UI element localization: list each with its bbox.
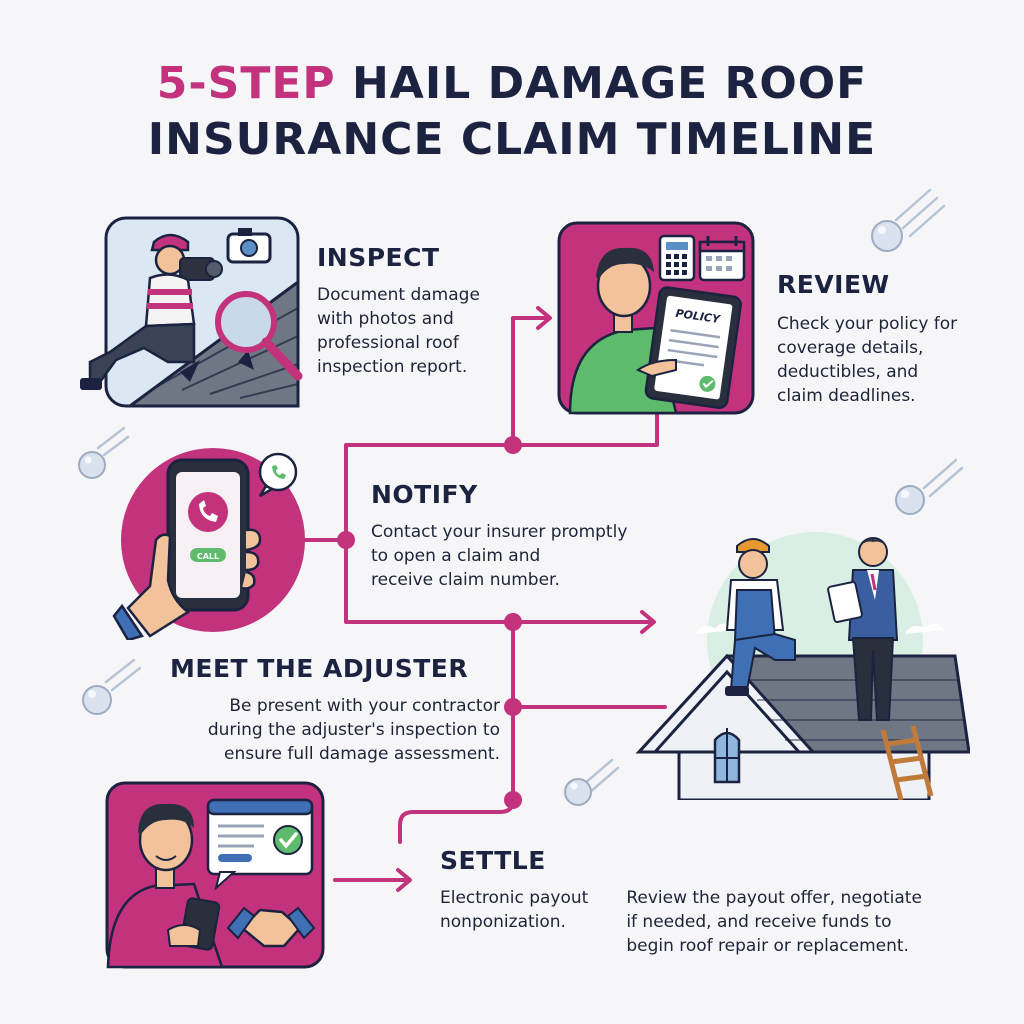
step-description: Check your policy for coverage details, … [777, 314, 958, 406]
notify-illustration: CALL [112, 448, 305, 640]
contractor-figure [725, 538, 796, 696]
hailstone-icon [78, 188, 964, 806]
step-title: MEET THE ADJUSTER [170, 654, 469, 683]
chat-phone-icon [258, 452, 298, 498]
step-description: Electronic payout nonponization. [440, 888, 589, 932]
camera-icon [226, 228, 272, 264]
step-inspect: INSPECT Document damage with photos and … [317, 243, 517, 379]
check-icon [273, 825, 303, 855]
handshake-icon [226, 906, 316, 948]
timeline-dot [504, 613, 522, 631]
magnifier-icon [215, 291, 303, 381]
step-title: REVIEW [777, 270, 890, 299]
calculator-icon [658, 234, 696, 282]
timeline-dot [504, 436, 522, 454]
arrow-to-settle [396, 868, 412, 892]
step-description-secondary: Review the payout offer, negotiate if ne… [626, 888, 922, 956]
adjuster-illustration [635, 532, 970, 800]
timeline-dot [504, 791, 522, 809]
inspector-figure [80, 233, 223, 390]
step-settle: SETTLE Electronic payout nonponization. … [440, 846, 1000, 958]
step-meet-adjuster: MEET THE ADJUSTER Be present with your c… [170, 654, 500, 766]
step-title: NOTIFY [371, 480, 478, 509]
arrow-to-review [536, 306, 552, 330]
step-notify: NOTIFY Contact your insurer promptly to … [371, 480, 691, 592]
arrow-to-adjuster [640, 610, 656, 634]
step-title: INSPECT [317, 243, 440, 272]
review-illustration: POLICY [557, 221, 755, 415]
inspect-illustration [80, 216, 303, 408]
title-rest: HAIL DAMAGE ROOF [351, 58, 868, 109]
settle-illustration [105, 781, 325, 969]
timeline-dot [504, 698, 522, 716]
title-line-1: 5-STEP HAIL DAMAGE ROOF [0, 56, 1024, 112]
step-title: SETTLE [440, 846, 546, 875]
step-description: Contact your insurer promptly to open a … [371, 522, 628, 590]
page-title: 5-STEP HAIL DAMAGE ROOF INSURANCE CLAIM … [0, 56, 1024, 168]
connector-to-adjuster [344, 538, 654, 624]
title-line-2: INSURANCE CLAIM TIMELINE [147, 114, 877, 165]
policy-label: POLICY [675, 307, 722, 326]
timeline-dot [337, 531, 355, 549]
call-label: CALL [197, 552, 219, 561]
calendar-icon [698, 236, 746, 282]
check-icon [699, 375, 716, 392]
clipboard-icon [827, 581, 863, 623]
connector-review-down [344, 413, 659, 542]
step-description: Document damage with photos and professi… [317, 285, 480, 377]
ladder-icon [880, 725, 934, 800]
adjuster-figure [827, 537, 899, 721]
step-description: Be present with your contractor during t… [207, 696, 500, 764]
title-accent: 5-STEP [156, 58, 336, 109]
connector-to-review [511, 316, 550, 447]
step-review: REVIEW Check your policy for coverage de… [777, 270, 1007, 408]
phone-icon [188, 492, 228, 532]
